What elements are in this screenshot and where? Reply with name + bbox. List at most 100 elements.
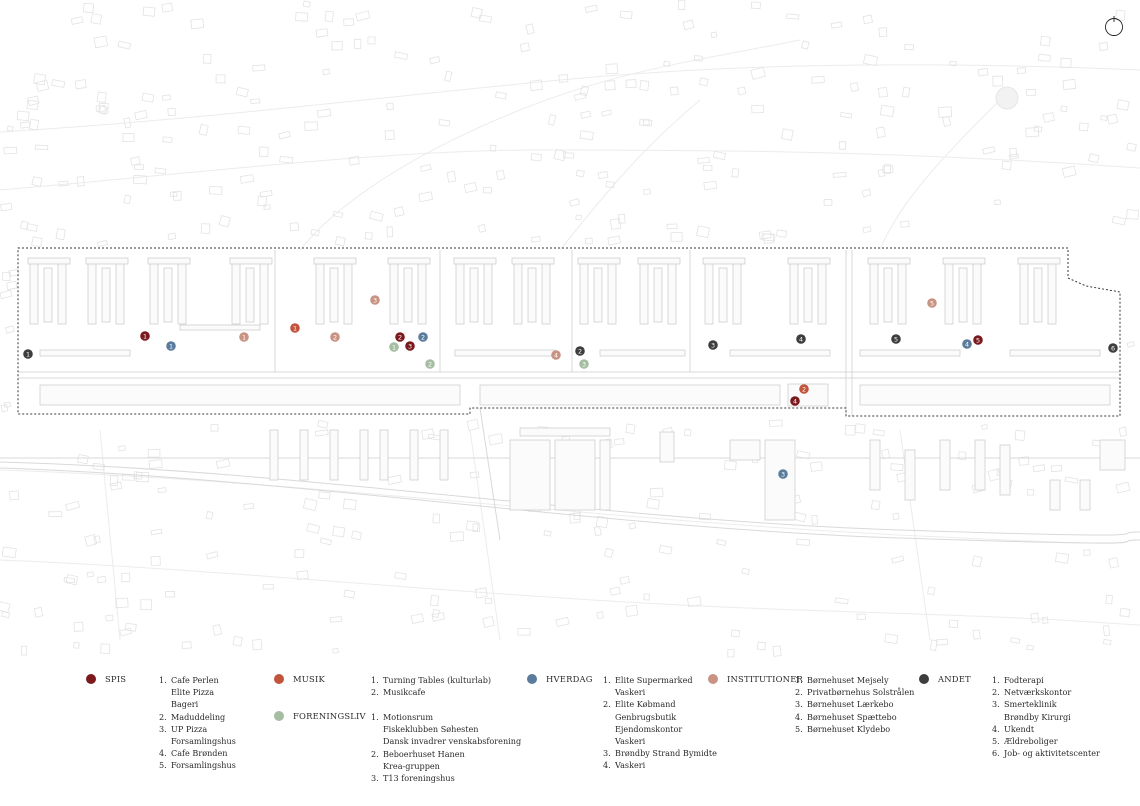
apartment-cluster [577, 257, 621, 325]
lower-buildings [269, 427, 1126, 521]
legend-item-text: Vaskeri [615, 760, 646, 771]
legend-item-text: Elite Pizza [171, 687, 215, 698]
legend-spis-item: 2. Maduddeling [159, 711, 236, 723]
marker-hverdag-1: 1 [166, 341, 176, 351]
background-houses [0, 0, 1140, 658]
legend-musik-list: 1.Turning Tables (kulturlab)2.Musikcafe [371, 674, 491, 698]
apartment-cluster [1017, 257, 1061, 325]
legend-item-text: Brøndby Kirurgi [1004, 711, 1071, 722]
marker-number: 3 [373, 296, 377, 304]
legend-item-text: Musikcafe [383, 687, 426, 698]
apartment-cluster [387, 257, 431, 325]
legend-spis-label: SPIS [105, 674, 127, 684]
legend-item-number: 3. [992, 699, 1000, 710]
legend-item-number: 2. [992, 687, 1000, 698]
apartment-cluster [702, 257, 746, 325]
marker-number: 5 [930, 299, 934, 307]
legend-item-text: Motionsrum [383, 712, 433, 722]
legend-andet-item: 2.Netværkskontor [992, 686, 1100, 698]
legend-item-text: Ukendt [1004, 723, 1035, 734]
legend-institutioner-item: 1.Børnehuset Mejsely [795, 674, 914, 686]
marker-foreningsliv-1: 1 [389, 342, 399, 352]
legend-musik-label: MUSIK [293, 674, 325, 684]
marker-dot [425, 359, 435, 369]
marker-dot [579, 359, 589, 369]
foreningsliv-dot-icon [274, 711, 284, 721]
marker-number: 4 [554, 351, 558, 359]
marker-spis-4: 4 [790, 396, 800, 406]
legend-item-text: Job- og aktivitetscenter [1004, 748, 1100, 759]
legend-item-number: 1. [795, 675, 803, 685]
legend-item-text: Cafe Brønden [171, 748, 228, 759]
legend-item-number: 2. [159, 711, 167, 722]
apartment-cluster [637, 257, 681, 325]
legend-musik-item: 1.Turning Tables (kulturlab) [371, 674, 491, 686]
legend-item-number: 5. [992, 736, 1000, 747]
marker-institutioner-2: 2 [330, 332, 340, 342]
marker-dot [891, 334, 901, 344]
apartment-cluster [27, 257, 71, 325]
marker-dot [140, 331, 150, 341]
legend-andet-label: ANDET [938, 674, 971, 684]
marker-foreningsliv-2: 2 [425, 359, 435, 369]
marker-dot [389, 342, 399, 352]
marker-dot [796, 334, 806, 344]
legend-andet-item: 4. Ukendt [992, 723, 1100, 735]
marker-dot [799, 384, 809, 394]
legend-item-text: Børnehuset Spættebo [807, 711, 897, 722]
legend-item-number: 5. [795, 723, 803, 734]
apartment-cluster [229, 257, 273, 325]
apartment-cluster [942, 257, 986, 325]
legend-item-text: Maduddeling [171, 711, 226, 722]
legend-item-number: 4. [992, 723, 1000, 734]
row-buildings [39, 324, 1111, 407]
legend-item-number: 3. [371, 773, 379, 784]
legend-hverdag-item: 3.Brøndby Strand Bymidte [603, 747, 717, 759]
apartment-cluster [147, 257, 191, 325]
legend-item-text: Vaskeri [615, 736, 646, 747]
apartment-cluster [787, 257, 831, 325]
marker-andet-2: 2 [575, 346, 585, 356]
legend-institutioner-item: 2.Privatbørnehus Solstrålen [795, 686, 914, 698]
marker-andet-6: 6 [1108, 343, 1118, 353]
marker-number: 2 [578, 347, 582, 355]
legend-item-text: Børnehuset Klydebo [807, 723, 891, 734]
marker-dot [395, 332, 405, 342]
marker-dot [290, 323, 300, 333]
legend-item-number: 1. [371, 675, 379, 685]
marker-number: 2 [333, 333, 337, 341]
legend-item-text: Forsamlingshus [171, 760, 236, 771]
legend-item-text: Privatbørnehus Solstrålen [807, 687, 915, 698]
legend-item-text: T13 foreningshus [383, 773, 455, 784]
marker-musik-2: 2 [799, 384, 809, 394]
legend-item-text: Smerteklinik [1004, 699, 1057, 710]
marker-institutioner-4: 4 [551, 350, 561, 360]
marker-dot [575, 346, 585, 356]
marker-number: 1 [392, 343, 396, 351]
marker-dot [370, 295, 380, 305]
legend-spis-item: 5. Forsamlingshus [159, 759, 236, 771]
marker-dot [1108, 343, 1118, 353]
legend-foreningsliv: FORENINGSLIV [274, 711, 366, 721]
marker-number: 3 [408, 342, 412, 350]
legend-item-text: Cafe Perlen [171, 675, 219, 685]
north-indicator-icon [1105, 16, 1123, 36]
legend-andet-item: 6.Job- og aktivitetscenter [992, 747, 1100, 759]
marker-number: 5 [976, 336, 980, 344]
legend-institutioner-label: INSTITUTIONER [727, 674, 804, 684]
legend-institutioner-item: 5. Børnehuset Klydebo [795, 723, 914, 735]
legend-item-number: 4. [159, 748, 167, 759]
legend-item-text: Elite Købmand [615, 699, 676, 710]
legend-andet-item: 5.Ældreboliger [992, 735, 1100, 747]
study-area-boundary [17, 247, 1121, 417]
legend-item-text: Elite Supermarked [615, 675, 693, 685]
legend-item-number: 5. [159, 760, 167, 771]
legend-item-text: Fodterapi [1004, 675, 1044, 685]
marker-number: 4 [799, 335, 803, 343]
